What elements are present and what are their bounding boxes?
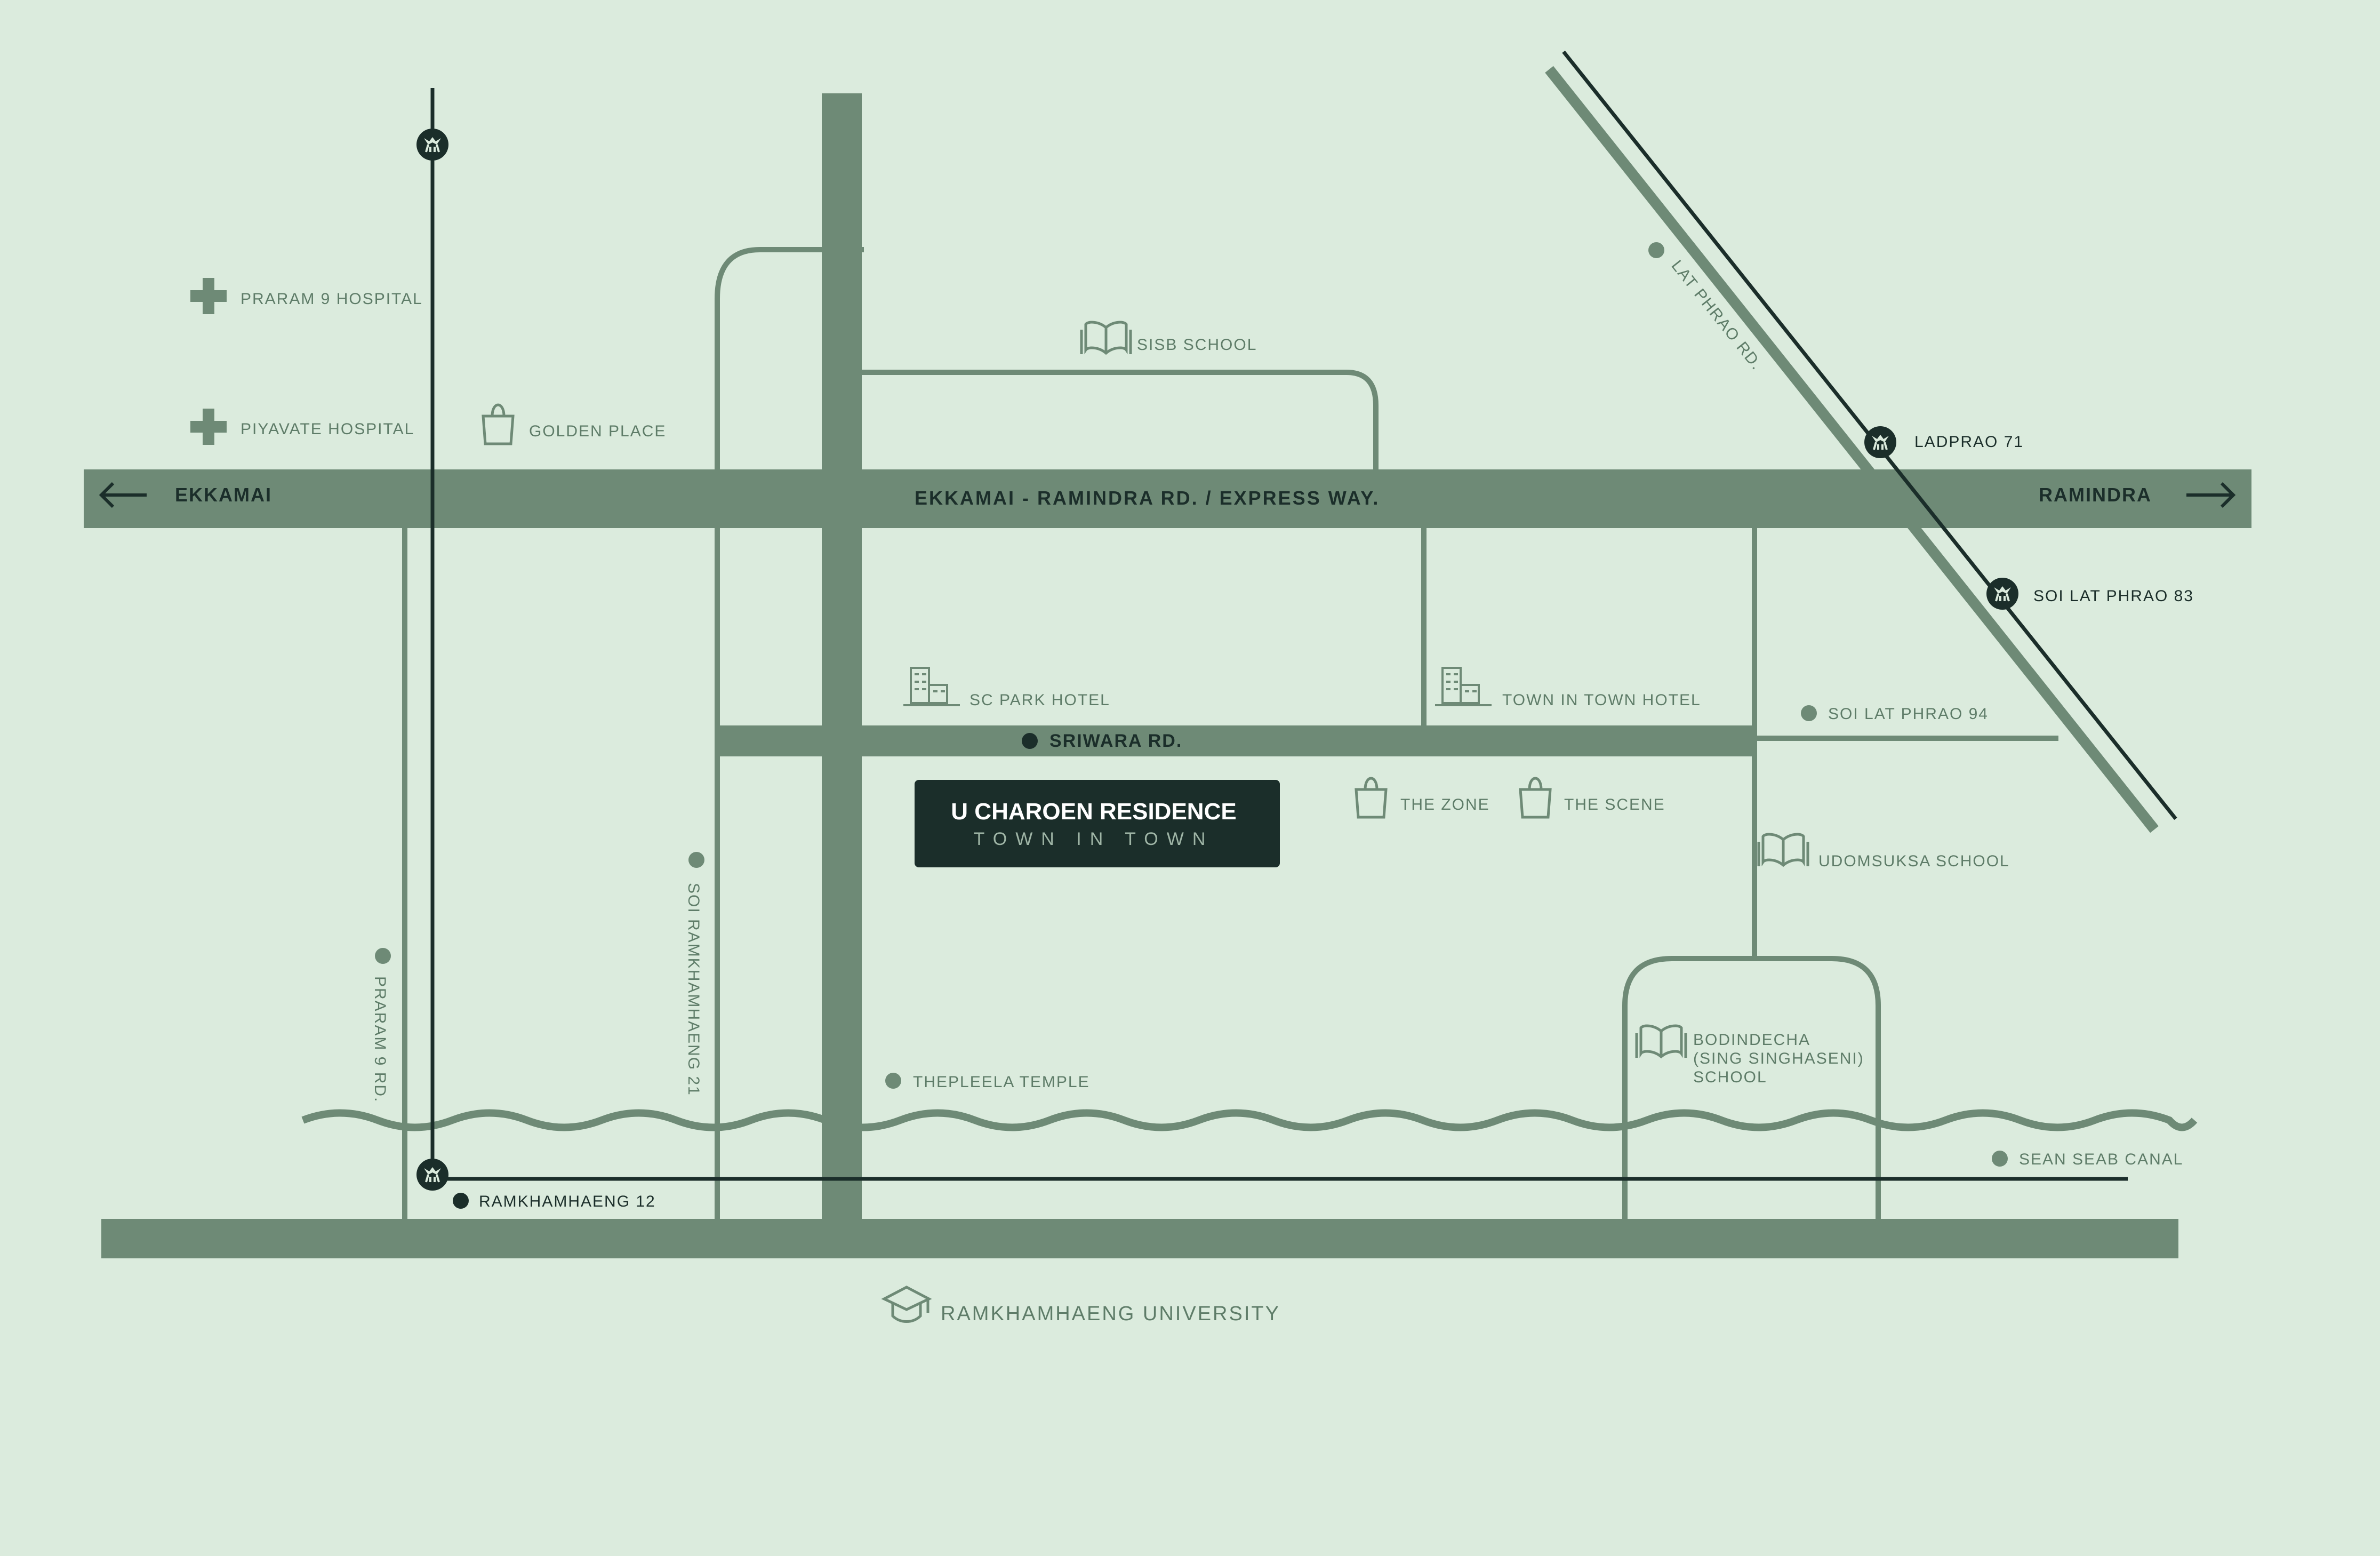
east-direction-label: RAMINDRA (2039, 484, 2152, 506)
soi-ramkhamhaeng-21-label: SOI RAMKHAMHAENG 21 (685, 883, 702, 1096)
station-label-soi-lat-phrao-83: SOI LAT PHRAO 83 (2033, 587, 2194, 605)
landmark-label-bodindecha-line-3: SCHOOL (1693, 1068, 1767, 1086)
west-direction-label: EKKAMAI (175, 484, 272, 506)
landmark-label-the-scene: THE SCENE (1564, 796, 1665, 813)
project-badge: U CHAROEN RESIDENCE TOWN IN TOWN (915, 780, 1280, 867)
project-name: U CHAROEN RESIDENCE (951, 799, 1236, 825)
landmark-label-piyavate-hospital: PIYAVATE HOSPITAL (241, 420, 414, 438)
landmark-label-sisb-school: SISB SCHOOL (1137, 336, 1257, 354)
landmark-label-the-zone: THE ZONE (1400, 796, 1490, 813)
project-badge-background (915, 780, 1280, 867)
main-road-label: EKKAMAI - RAMINDRA RD. / EXPRESS WAY. (915, 487, 1380, 509)
station-label-ramkhamhaeng-12: RAMKHAMHAENG 12 (479, 1193, 656, 1210)
landmark-label-bodindecha-line-1: BODINDECHA (1693, 1031, 1810, 1049)
landmark-label-praram-9-hospital: PRARAM 9 HOSPITAL (241, 290, 423, 308)
project-tagline: TOWN IN TOWN (974, 829, 1214, 849)
bodindecha-street (1622, 956, 1881, 1219)
location-dot-icon (1022, 733, 1038, 749)
location-dot-icon (375, 948, 391, 964)
praram-9-road-label: PRARAM 9 RD. (371, 976, 389, 1103)
location-dot-icon (688, 852, 704, 868)
sisb-street (832, 370, 1379, 469)
location-dot-icon (453, 1193, 469, 1209)
location-dot-icon (1992, 1151, 2008, 1167)
landmark-label-bodindecha-line-2: (SING SINGHASENI) (1693, 1050, 1864, 1067)
landmark-label-sean-seab-canal: SEAN SEAB CANAL (2019, 1151, 2183, 1168)
bottom-road (101, 1219, 2178, 1258)
landmark-label-thepleela-temple: THEPLEELA TEMPLE (913, 1073, 1090, 1091)
landmark-label-town-in-town-hotel: TOWN IN TOWN HOTEL (1502, 691, 1701, 709)
sean-seab-canal-waterway (301, 1109, 2198, 1131)
arrow-right-icon (2186, 482, 2236, 508)
train-station-icon (1863, 425, 1897, 459)
location-dot-icon (1648, 242, 1664, 258)
sriwara-road-label: SRIWARA RD. (1049, 731, 1182, 751)
arrow-left-icon (99, 482, 147, 508)
location-dot-icon (1801, 705, 1817, 721)
soi-ramkhamhaeng-21-street (715, 247, 864, 1219)
landmark-label-golden-place: GOLDEN PLACE (529, 422, 666, 440)
station-label-ladprao-71: LADPRAO 71 (1914, 433, 2024, 451)
train-station-icon (415, 1158, 450, 1192)
landmark-label-ramkhamhaeng-university: RAMKHAMHAENG UNIVERSITY (941, 1303, 1280, 1325)
location-dot-icon (885, 1073, 901, 1089)
lat-phrao-road (1545, 66, 2159, 833)
train-station-icon (1985, 577, 2020, 611)
ramkhamhaeng-road (822, 93, 862, 1219)
sriwara-road (717, 725, 1754, 756)
landmark-label-sc-park-hotel: SC PARK HOTEL (969, 691, 1110, 709)
landmark-label-udomsuksa-school: UDOMSUKSA SCHOOL (1818, 852, 2010, 870)
soi-lat-phrao-94-label: SOI LAT PHRAO 94 (1828, 705, 1989, 723)
train-station-icon (415, 127, 450, 162)
ekkamai-ramindra-road (84, 469, 2251, 528)
